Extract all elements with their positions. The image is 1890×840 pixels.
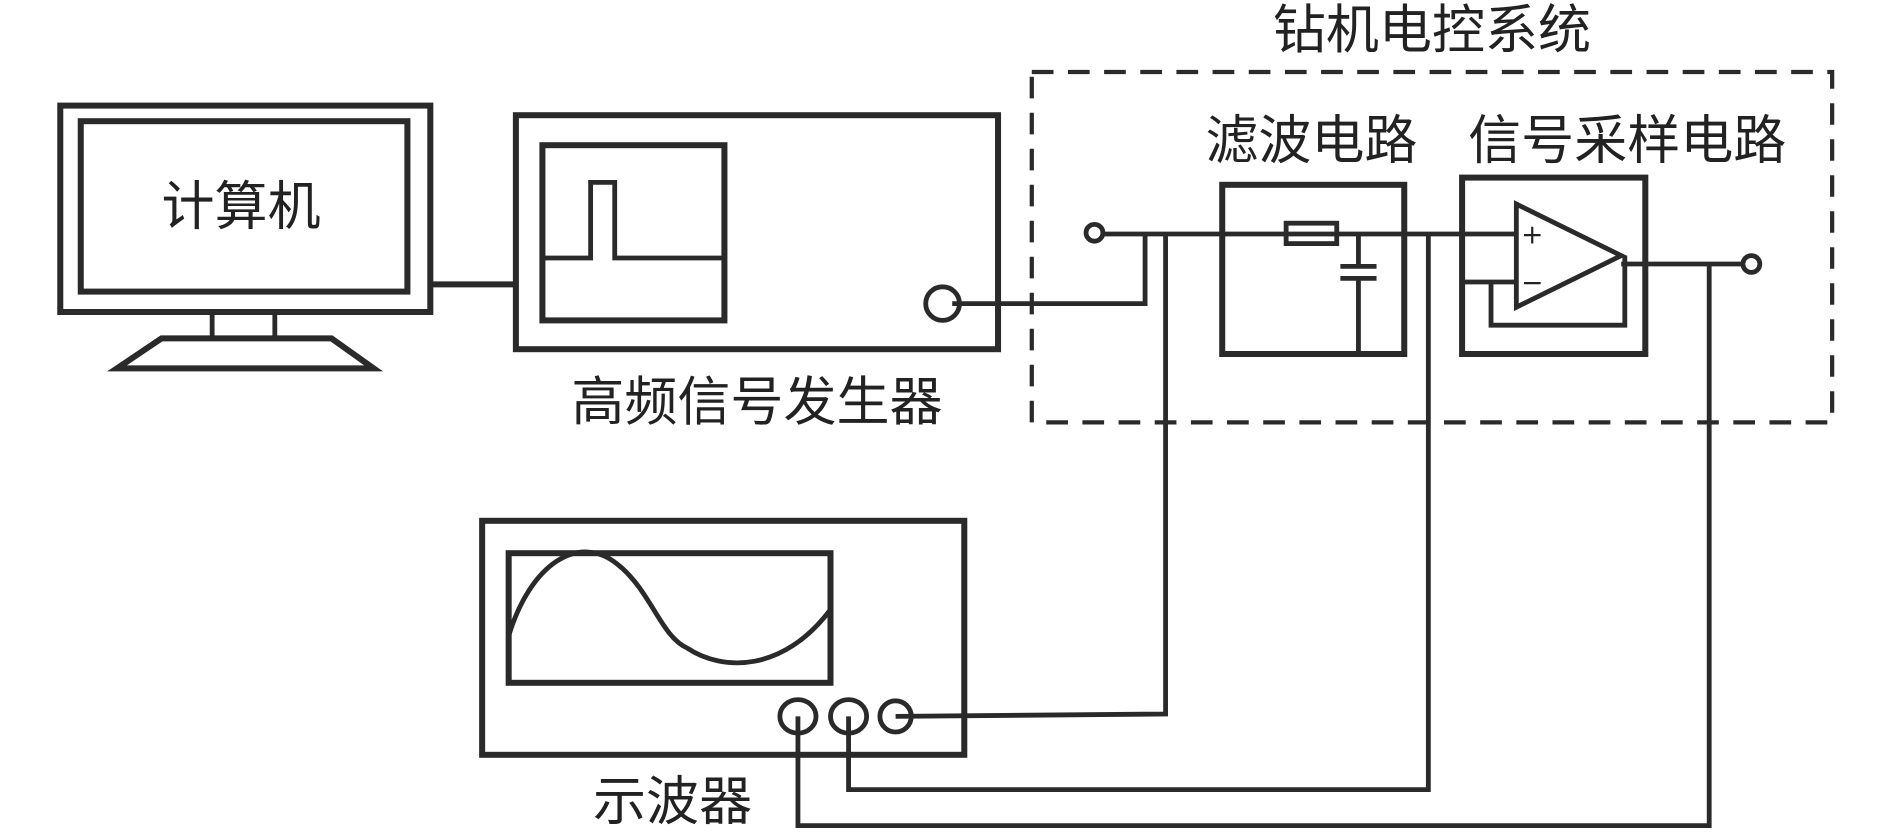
opamp-feedback-wire xyxy=(1488,255,1628,328)
computer-label: 计算机 xyxy=(162,177,321,238)
computer: 计算机 xyxy=(57,102,434,372)
control-system: 钻机电控系统 xyxy=(1029,0,1835,425)
wire-ch1-sampler-output xyxy=(795,264,1712,828)
monitor-icon xyxy=(57,102,434,315)
resistor-icon xyxy=(1283,220,1340,246)
wire-ch2-filter-output xyxy=(846,234,1431,792)
filter-label: 滤波电路 xyxy=(1205,111,1417,172)
filter-box xyxy=(1219,181,1408,357)
sine-waveform-icon xyxy=(506,549,833,666)
oscilloscope-box xyxy=(479,517,968,758)
wire-generator-input xyxy=(952,234,1148,306)
filter-circuit: 滤波电路 xyxy=(1205,111,1417,357)
generator-label: 高频信号发生器 xyxy=(571,372,942,433)
generator-screen xyxy=(539,142,728,324)
monitor-base xyxy=(107,335,384,372)
opamp-minus-symbol: − xyxy=(1521,268,1543,299)
control-system-title: 钻机电控系统 xyxy=(1273,0,1591,61)
system-output-terminal[interactable] xyxy=(1740,253,1763,275)
oscilloscope-label: 示波器 xyxy=(593,772,752,833)
monitor-screen xyxy=(77,118,411,295)
pulse-waveform-icon xyxy=(542,180,725,261)
system-input-terminal[interactable] xyxy=(1083,221,1106,244)
sampling-circuit: + − 信号采样电路 xyxy=(1459,111,1786,357)
wire-ch3-filter-input xyxy=(895,234,1168,719)
control-system-boundary xyxy=(1029,69,1835,425)
opamp-plus-symbol: + xyxy=(1521,220,1543,251)
generator-box xyxy=(512,112,1002,353)
op-amp-icon xyxy=(1513,200,1627,312)
oscilloscope: 示波器 xyxy=(479,517,968,833)
oscilloscope-screen xyxy=(505,550,834,686)
signal-generator: 高频信号发生器 xyxy=(512,112,1002,433)
sampler-label: 信号采样电路 xyxy=(1468,111,1786,172)
